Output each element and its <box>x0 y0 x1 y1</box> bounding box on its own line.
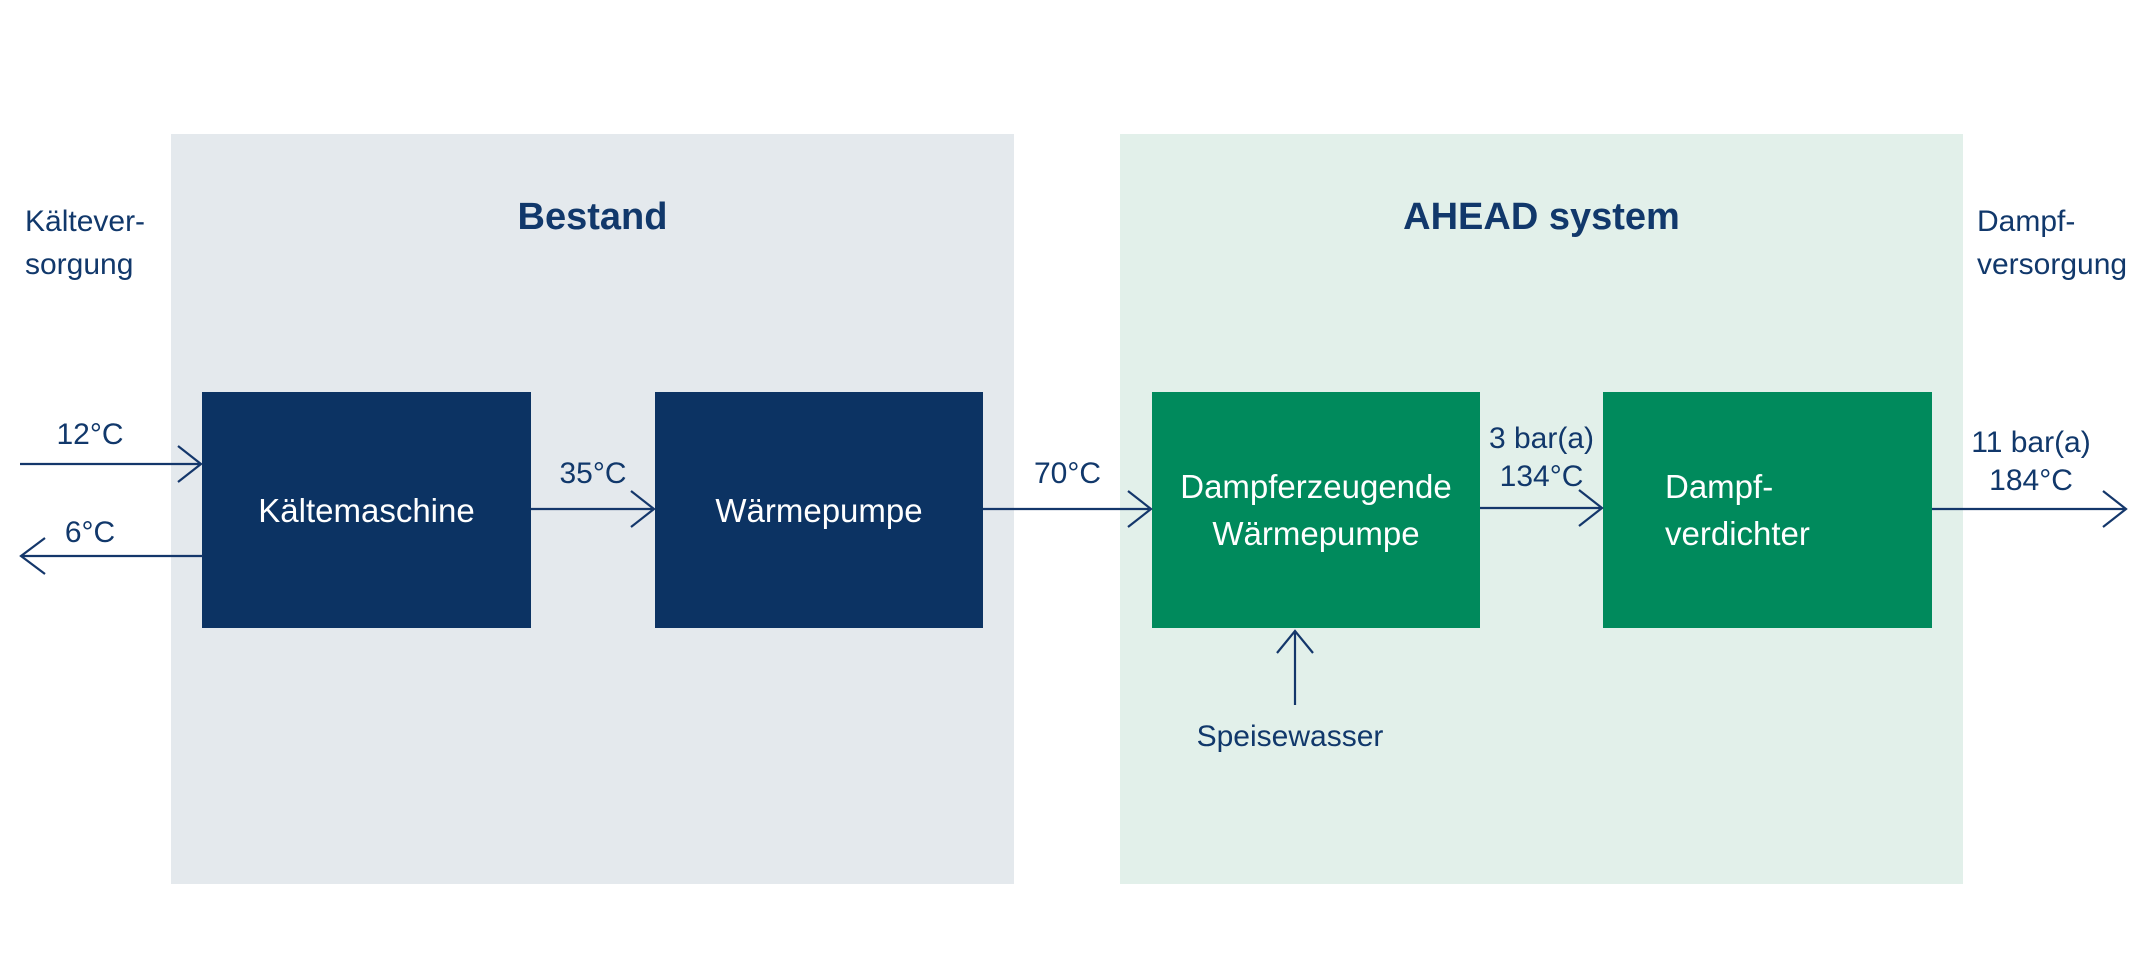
box-dampferzeugende-waermepumpe-line2: Wärmepumpe <box>1212 515 1420 552</box>
label-kaelteversorgung-line2: sorgung <box>25 248 134 281</box>
box-dampfverdichter: Dampf- verdichter <box>1603 392 1932 628</box>
label-dampfversorgung-line1: Dampf- <box>1977 205 2076 238</box>
box-waermepumpe: Wärmepumpe <box>655 392 983 628</box>
label-kaelteversorgung: Kältever- sorgung <box>25 200 145 286</box>
panel-ahead-system-title: AHEAD system <box>1403 196 1680 238</box>
box-dampferzeugende-waermepumpe: Dampferzeugende Wärmepumpe <box>1152 392 1480 628</box>
flow-label-6c: 6°C <box>64 516 116 549</box>
box-dampferzeugende-waermepumpe-line1: Dampferzeugende <box>1180 468 1452 505</box>
box-waermepumpe-label: Wärmepumpe <box>715 491 923 529</box>
flow-label-11bar-line1: 11 bar(a) <box>1971 426 2091 459</box>
flow-label-12c: 12°C <box>56 418 124 451</box>
flow-label-3bar-134c: 3 bar(a) 134°C <box>1480 420 1603 496</box>
box-kaeltemaschine: Kältemaschine <box>202 392 531 628</box>
label-dampfversorgung-line2: versorgung <box>1977 248 2128 281</box>
box-dampfverdichter-line1: Dampf- <box>1665 468 1774 505</box>
flow-label-11bar-line2: 184°C <box>1989 464 2073 497</box>
box-kaeltemaschine-label: Kältemaschine <box>258 491 475 529</box>
box-dampfverdichter-line2: verdichter <box>1665 515 1810 552</box>
flow-label-3bar-line2: 134°C <box>1499 460 1584 493</box>
flow-label-11bar-184c: 11 bar(a) 184°C <box>1956 424 2106 500</box>
label-kaelteversorgung-line1: Kältever- <box>25 205 146 238</box>
panel-bestand-title: Bestand <box>517 196 668 238</box>
flow-label-35c: 35°C <box>559 457 627 490</box>
flow-label-speisewasser: Speisewasser <box>1196 720 1384 753</box>
flow-label-3bar-line1: 3 bar(a) <box>1488 422 1595 455</box>
flow-label-70c: 70°C <box>1033 457 1102 490</box>
label-dampfversorgung: Dampf- versorgung <box>1977 200 2127 286</box>
